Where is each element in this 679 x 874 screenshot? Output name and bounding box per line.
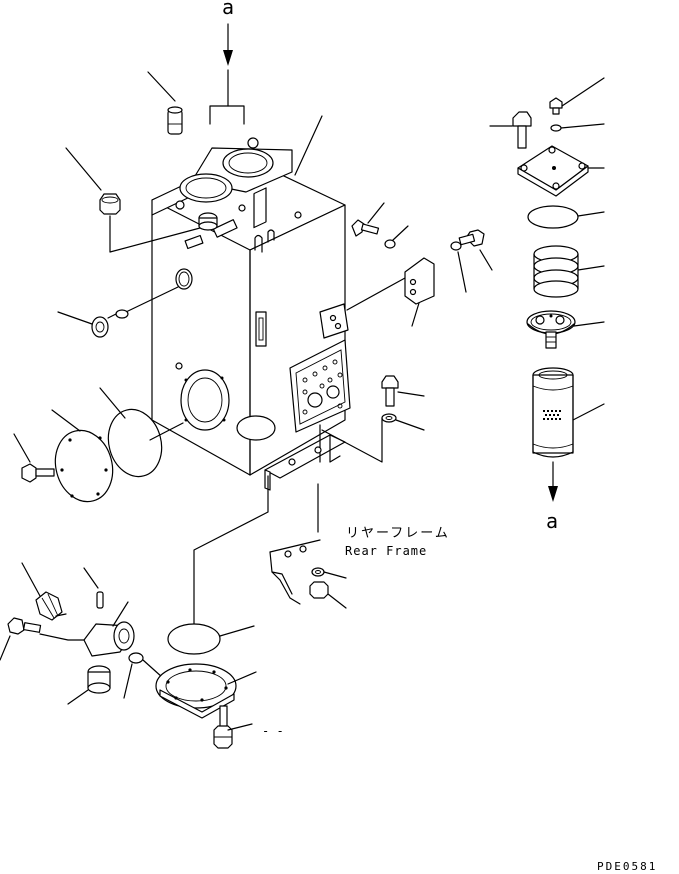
drain-parts: - - <box>0 562 284 749</box>
rear-frame: リヤーフレーム Rear Frame <box>269 483 450 609</box>
dash-label: - - <box>262 724 284 738</box>
top-arrow-label: a <box>222 0 234 19</box>
bottom-arrow-label: a <box>546 509 558 533</box>
center-gaskets <box>193 415 276 625</box>
valve-bracket-parts <box>319 202 493 339</box>
filter-element <box>532 367 574 458</box>
side-cover-parts <box>13 387 184 503</box>
filter-spring <box>533 245 579 298</box>
rear-frame-en-label: Rear Frame <box>345 544 427 558</box>
return-filter-assembly: a <box>489 77 605 533</box>
plate-bolt-washer <box>321 375 425 463</box>
sight-gauge-parts <box>57 268 193 338</box>
hydraulic-tank-body <box>151 137 346 491</box>
rear-frame-jp-label: リヤーフレーム <box>346 526 450 541</box>
drawing-code: PDE0581 <box>597 860 657 873</box>
valve-mount-plate <box>289 339 351 433</box>
top-flow-arrow: a <box>222 0 234 66</box>
top-breather-parts <box>65 69 323 253</box>
